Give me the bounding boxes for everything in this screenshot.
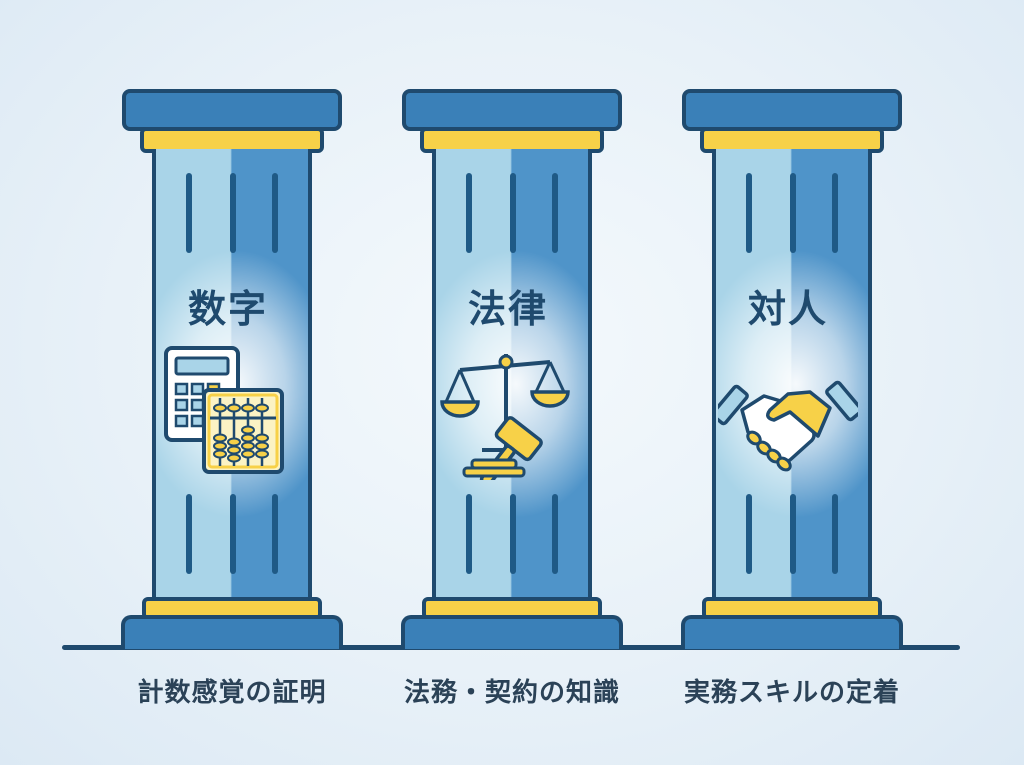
pillar-numbers: 数字 — [111, 0, 351, 660]
pillar-shaft — [432, 149, 592, 601]
pillar-capital — [402, 89, 622, 131]
caption-law: 法務・契約の知識 — [403, 678, 620, 708]
pillar-shaft — [712, 149, 872, 601]
pillar-base — [401, 615, 623, 649]
pillar-title: 対人 — [747, 287, 828, 331]
pillar-capital-band — [420, 127, 604, 153]
pillar-title: 法律 — [467, 287, 548, 331]
scales-gavel-icon — [440, 354, 570, 480]
calculator-abacus-icon — [164, 346, 284, 474]
handshake-icon — [718, 380, 858, 472]
pillar-law: 法律 — [391, 0, 631, 660]
pillar-interpersonal: 対人 — [671, 0, 911, 660]
pillar-base — [681, 615, 903, 649]
pillar-base — [121, 615, 343, 649]
pillar-capital — [122, 89, 342, 131]
pillar-capital — [682, 89, 902, 131]
caption-interpersonal: 実務スキルの定着 — [683, 678, 900, 708]
pillar-title: 数字 — [187, 287, 268, 331]
caption-numbers: 計数感覚の証明 — [137, 678, 327, 708]
